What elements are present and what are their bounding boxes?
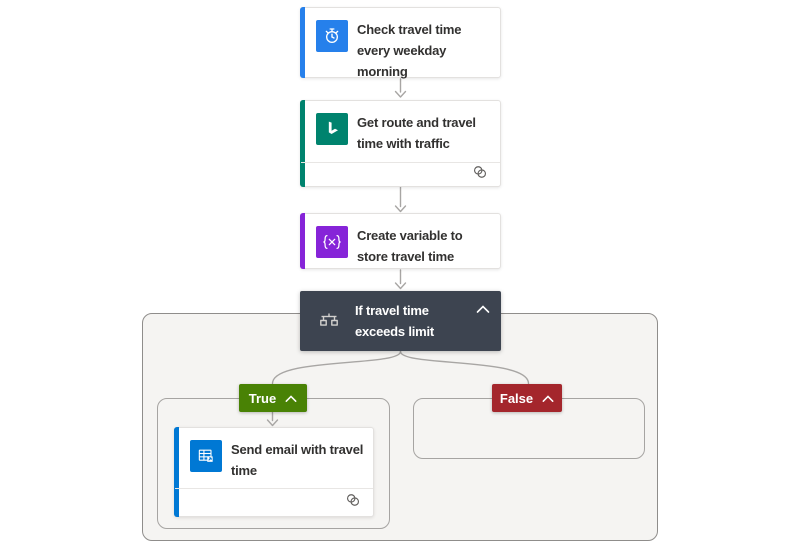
stopwatch-icon [316, 20, 348, 52]
chevron-up-icon[interactable] [542, 391, 554, 406]
card-accent-bar [174, 427, 179, 517]
condition-block[interactable]: If travel time exceeds limit [300, 291, 501, 351]
card-accent-bar [300, 100, 305, 187]
action-title: Send email with travel time [231, 442, 364, 478]
bing-maps-icon [316, 113, 348, 145]
true-branch-label: True [248, 390, 277, 406]
action-card-bing-maps[interactable]: Get route and travel time with traffic [300, 100, 501, 187]
card-footer [301, 162, 500, 186]
card-footer [175, 488, 373, 516]
variable-icon [316, 226, 348, 258]
action-title: Create variable to store travel time [357, 228, 463, 264]
connection-icon[interactable] [345, 493, 361, 512]
false-branch-badge[interactable]: False [492, 384, 562, 412]
card-accent-bar [300, 7, 305, 78]
condition-title: If travel time exceeds limit [355, 303, 435, 339]
connection-icon[interactable] [472, 165, 488, 184]
action-title: Get route and travel time with traffic [357, 115, 476, 151]
trigger-card-recurrence[interactable]: Check travel time every weekday morning [300, 7, 501, 79]
condition-icon [317, 309, 341, 338]
true-branch-badge[interactable]: True [239, 384, 307, 412]
chevron-up-icon[interactable] [285, 391, 297, 406]
false-branch-label: False [499, 390, 534, 406]
card-accent-bar [300, 213, 305, 269]
action-card-send-email[interactable]: Send email with travel time [174, 427, 374, 517]
action-card-variable[interactable]: Create variable to store travel time [300, 213, 501, 269]
trigger-title: Check travel time every weekday morning [357, 22, 462, 79]
outlook-icon [190, 440, 222, 472]
chevron-up-icon[interactable] [476, 301, 490, 319]
